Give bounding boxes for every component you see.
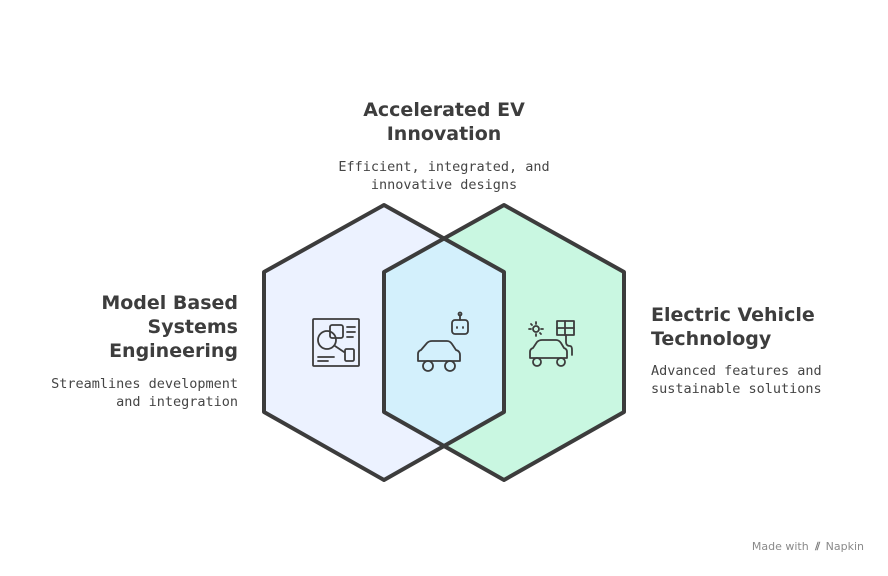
car-robot-icon xyxy=(417,311,469,372)
watermark-brand: Napkin xyxy=(825,540,864,553)
left-node-title: Model Based Systems Engineering xyxy=(101,292,238,362)
right-node-description: Advanced features and sustainable soluti… xyxy=(651,363,822,397)
napkin-logo-icon: ⫽ xyxy=(815,540,821,553)
hexagon-overlap-fill xyxy=(384,205,504,480)
top-node-title: Accelerated EV Innovation xyxy=(363,99,525,145)
left-node-description: Streamlines development and integration xyxy=(51,376,238,410)
hexagon-right-outline xyxy=(382,203,626,482)
diagram-document-icon xyxy=(312,318,360,367)
right-node-title: Electric Vehicle Technology xyxy=(651,304,815,350)
top-node-description: Efficient, integrated, and innovative de… xyxy=(338,159,550,193)
hexagon-left-outline xyxy=(262,203,506,482)
watermark: Made with ⫽ Napkin xyxy=(752,540,864,554)
watermark-prefix: Made with xyxy=(751,540,809,553)
ev-charging-icon xyxy=(528,320,575,367)
